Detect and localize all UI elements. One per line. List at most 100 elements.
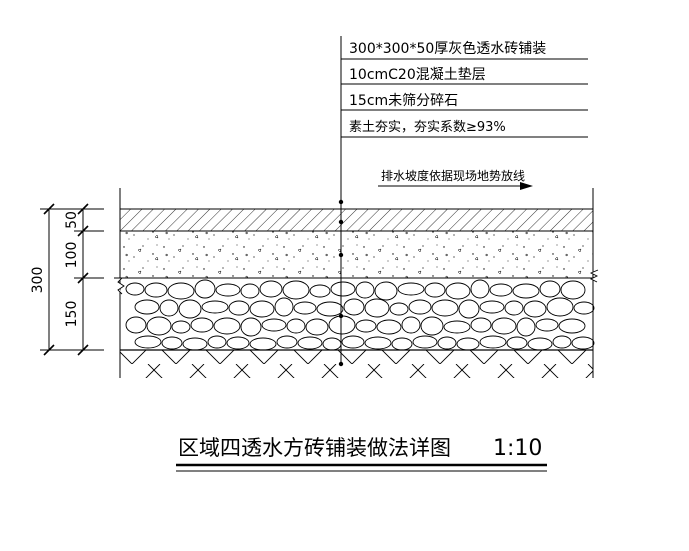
gravel-stone <box>458 299 480 319</box>
gravel-stone <box>558 318 586 334</box>
gravel-stone <box>479 300 505 314</box>
gravel-stone <box>389 302 409 316</box>
gravel-stone <box>259 280 283 298</box>
dim-gravel: 150 <box>64 301 80 328</box>
gravel-stone <box>134 335 162 349</box>
gravel-stone <box>424 282 446 298</box>
callout-gravel: 15cm未筛分碎石 <box>349 93 458 109</box>
gravel-stone <box>374 281 398 301</box>
gravel-stone <box>431 299 459 317</box>
gravel-stone <box>282 280 310 300</box>
gravel-stone <box>364 336 392 350</box>
gravel-stone <box>297 336 323 350</box>
leader-dot <box>338 361 344 367</box>
gravel-stone <box>479 335 507 349</box>
leader-dot <box>338 252 344 258</box>
gravel-stone <box>194 279 216 299</box>
gravel-stone <box>305 318 329 336</box>
dim-total: 300 <box>30 267 46 294</box>
gravel-stone <box>443 320 471 334</box>
gravel-stone <box>286 318 306 334</box>
gravel-stone <box>240 283 260 299</box>
gravel-stone <box>190 317 214 333</box>
dim-tick <box>77 344 89 356</box>
gravel-stone <box>470 279 490 299</box>
gravel-stone <box>125 282 145 296</box>
gravel-stone <box>276 335 298 349</box>
gravel-stone <box>401 316 421 334</box>
gravel-stone <box>491 317 517 335</box>
left-break-mark <box>114 277 125 295</box>
gravel-stone <box>523 300 547 318</box>
gravel-stone <box>573 301 595 315</box>
gravel-stone <box>309 284 331 298</box>
slope-note: 排水坡度依据现场地势放线 <box>381 168 525 183</box>
gravel-stone <box>161 336 183 350</box>
callout-brick: 300*300*50厚灰色透水砖铺装 <box>349 40 546 57</box>
dim-tick <box>77 225 89 237</box>
dim-tick <box>43 203 55 215</box>
callout-concrete: 10cmC20混凝土垫层 <box>349 67 486 83</box>
gravel-stone <box>506 336 528 350</box>
gravel-stone <box>134 299 160 315</box>
gravel-stone <box>470 317 492 333</box>
leader-dot <box>338 199 344 205</box>
gravel-stone <box>343 298 365 316</box>
gravel-stone <box>437 336 457 350</box>
gravel-stone <box>261 318 287 332</box>
gravel-stone <box>355 281 375 299</box>
leader-dot <box>338 313 344 319</box>
gravel-stone <box>167 282 195 300</box>
gravel-stone <box>178 299 202 319</box>
gravel-stone <box>355 319 377 333</box>
dim-tick <box>77 272 89 284</box>
gravel-stone <box>546 297 574 317</box>
soil-layer <box>120 350 593 378</box>
brick-layer <box>119 208 594 232</box>
right-break-mark <box>589 269 599 283</box>
gravel-stone <box>412 335 438 349</box>
gravel-stone <box>144 282 168 298</box>
gravel-stone <box>489 283 513 297</box>
gravel-stone <box>240 317 262 337</box>
gravel-stone <box>159 299 179 317</box>
gravel-stone <box>408 299 432 315</box>
gravel-stone <box>316 301 344 317</box>
gravel-stone <box>274 297 294 317</box>
gravel-stone <box>125 316 147 334</box>
gravel-stone <box>215 283 241 297</box>
gravel-stone <box>171 320 191 334</box>
gravel-stone <box>293 301 317 315</box>
gravel-stone <box>552 335 572 349</box>
dim-tick <box>43 344 55 356</box>
gravel-stone <box>207 335 227 349</box>
gravel-stone <box>228 300 250 316</box>
slope-arrow-head <box>520 182 533 190</box>
dim-brick: 50 <box>64 211 80 229</box>
gravel-stone <box>376 319 402 335</box>
gravel-stone <box>420 316 444 336</box>
gravel-stone <box>201 300 229 314</box>
gravel-stone <box>341 335 365 349</box>
gravel-stones <box>125 279 595 351</box>
gravel-stone <box>571 336 595 350</box>
gravel-stone <box>504 300 524 316</box>
drawing-title: 区域四透水方砖铺装做法详图 <box>178 436 451 460</box>
gravel-stone <box>330 281 356 297</box>
gravel-stone <box>226 336 250 350</box>
gravel-stone <box>146 316 172 336</box>
gravel-stone <box>364 298 390 318</box>
gravel-stone <box>512 283 540 299</box>
gravel-stone <box>445 282 471 300</box>
gravel-stone <box>535 318 559 332</box>
gravel-stone <box>516 317 536 337</box>
dim-tick <box>77 203 89 215</box>
gravel-stone <box>539 280 561 298</box>
gravel-stone <box>213 317 241 335</box>
dim-concrete: 100 <box>64 242 80 269</box>
drawing-scale: 1:10 <box>493 436 542 461</box>
concrete-layer <box>119 230 594 279</box>
gravel-stone <box>249 300 275 318</box>
gravel-stone <box>560 280 586 300</box>
